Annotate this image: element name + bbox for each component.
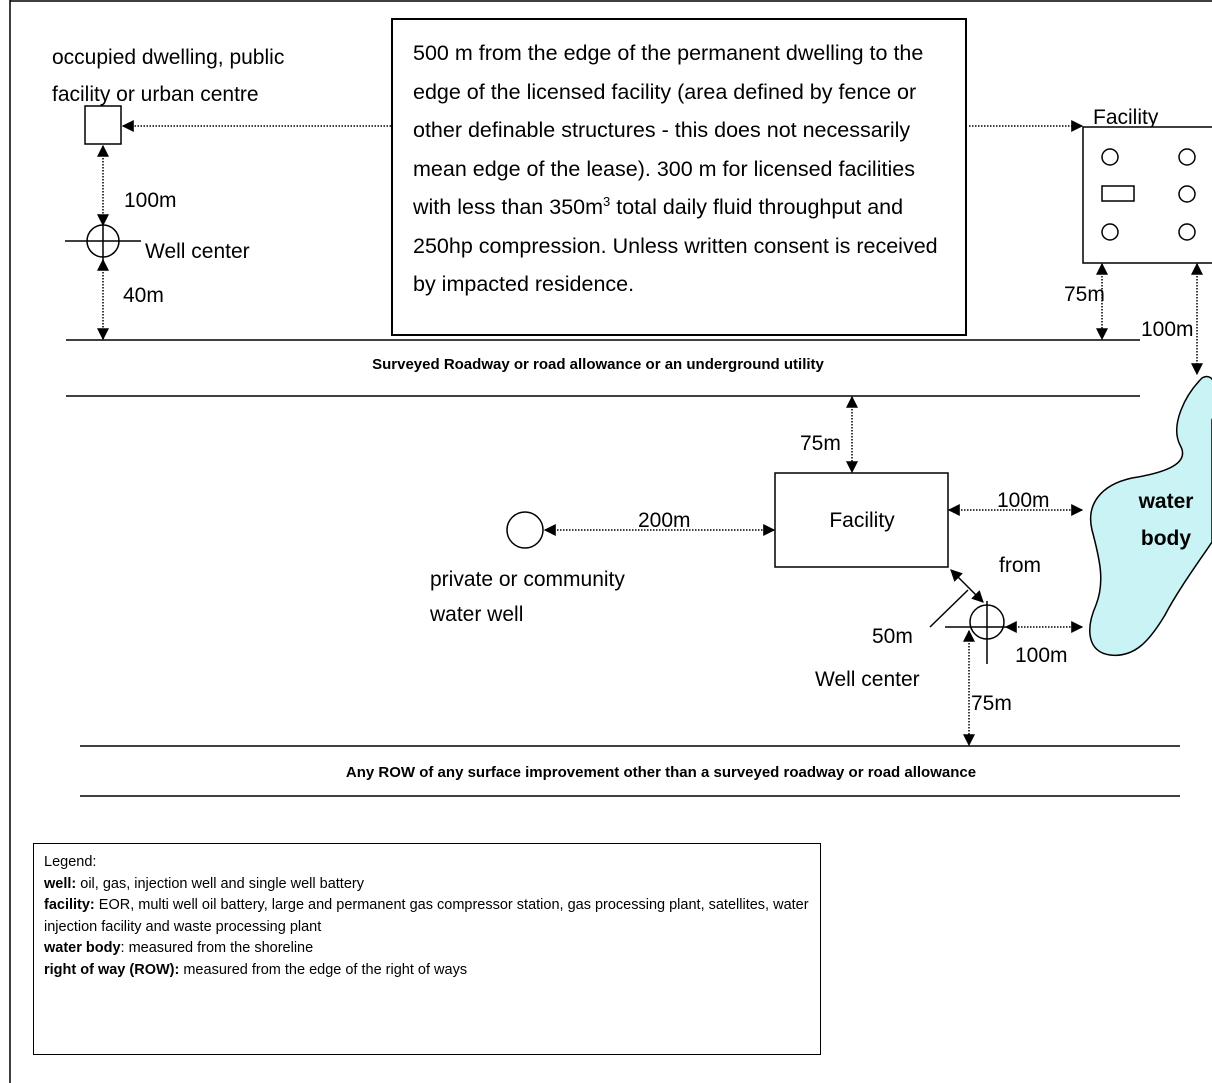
setback-note: 500 m from the edge of the permanent dwe…	[391, 18, 967, 336]
legend-title: Legend:	[44, 854, 97, 870]
setback-note-text: 500 m from the edge of the permanent dwe…	[413, 41, 924, 219]
water-well-label-line1: private or community	[430, 568, 625, 591]
dist-200m: 200m	[638, 509, 691, 532]
setback-note-superscript: 3	[603, 193, 611, 209]
water-body-label-line2: body	[1141, 527, 1191, 550]
legend-desc: EOR, multi well oil battery, large and p…	[44, 897, 809, 935]
well-center-label-a: Well center	[145, 240, 250, 263]
well-center-label-b: Well center	[815, 668, 920, 691]
dist-40m: 40m	[123, 284, 164, 307]
dwelling-label-line1: occupied dwelling, public	[52, 46, 284, 69]
well-symbol-a	[65, 221, 141, 261]
legend-desc: oil, gas, injection well and single well…	[76, 875, 364, 892]
dist-75m-c: 75m	[971, 692, 1012, 715]
legend-item-water-body: water body: measured from the shoreline	[44, 938, 810, 960]
dwelling-label-line2: facility or urban centre	[52, 83, 259, 106]
water-body	[1089, 375, 1212, 656]
water-body-label-line1: water	[1138, 490, 1194, 513]
legend: Legend: well: oil, gas, injection well a…	[33, 843, 821, 1055]
legend-item-row: right of way (ROW): measured from the ed…	[44, 960, 810, 982]
road-label: Surveyed Roadway or road allowance or an…	[372, 356, 824, 373]
water-well-symbol	[506, 511, 544, 549]
legend-term: facility:	[44, 897, 95, 914]
dist-100m-c: 100m	[997, 489, 1050, 512]
dist-100m-b: 100m	[1141, 318, 1194, 341]
legend-item-well: well: oil, gas, injection well and singl…	[44, 874, 810, 896]
legend-desc: measured from the edge of the right of w…	[179, 961, 468, 978]
legend-term: well:	[44, 875, 77, 892]
well-symbol-b	[945, 601, 1006, 664]
dist-75m-a: 75m	[1064, 283, 1105, 306]
water-well-label-line2: water well	[429, 603, 523, 626]
dist-75m-b: 75m	[800, 432, 841, 455]
facility-mid-box	[774, 472, 949, 568]
facility-mid-label: Facility	[829, 509, 895, 532]
from-label: from	[999, 554, 1041, 577]
setback-note-text-end: total daily fluid throughput and 250hp c…	[413, 195, 938, 296]
facility-top-equipment	[1101, 148, 1196, 241]
dist-facility-well-arrow	[950, 569, 984, 603]
legend-desc: : measured from the shoreline	[120, 940, 314, 957]
legend-item-facility: facility: EOR, multi well oil battery, l…	[44, 895, 810, 938]
dist-50m: 50m	[872, 625, 913, 648]
facility-top-label: Facility	[1093, 106, 1159, 129]
dist-100m-d: 100m	[1015, 644, 1068, 667]
legend-term: right of way (ROW):	[44, 961, 180, 978]
dwelling-symbol	[84, 105, 122, 145]
dist-100m-a: 100m	[124, 189, 177, 212]
legend-term: water body	[44, 940, 121, 957]
row-label: Any ROW of any surface improvement other…	[346, 764, 976, 781]
dist-50m-leader	[929, 589, 969, 628]
